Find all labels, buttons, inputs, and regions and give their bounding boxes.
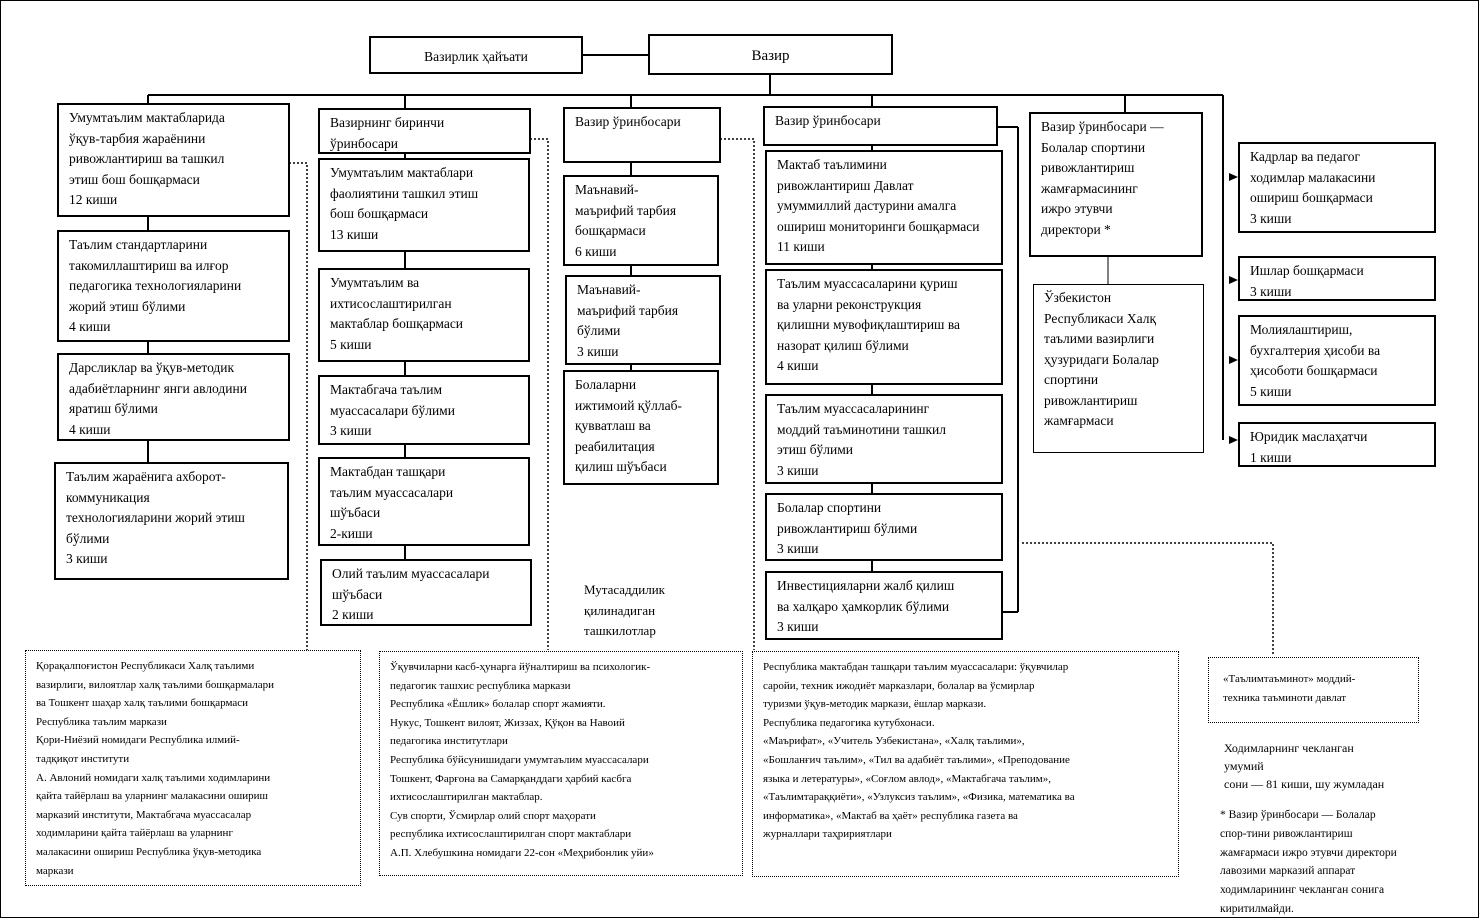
col6-personnel-department: Кадрлар ва педагог ходимлар малакасини о… — [1238, 142, 1436, 233]
col2-specialized-schools-department: Умумтаълим ва ихтисослаштирилган мактабл… — [318, 268, 530, 362]
col3-social-support-section: Болаларни ижтимоий қўллаб- қувватлаш ва … — [563, 370, 719, 485]
supervised-organizations-label: Мутасаддилик қилинадиган ташкилотлар — [584, 582, 665, 638]
col6-finance-department: Молиялаштириш, бухгалтерия ҳисоби ва ҳис… — [1238, 315, 1436, 406]
staff-limit-note: Ходимларнинг чекланган умумий сони — 81 … — [1224, 741, 1385, 791]
col2-activities-department: Умумтаълим мактаблари фаолиятини ташкил … — [318, 158, 530, 252]
supervised-orgs-list-1: Қорақалпоғистон Республикаси Халқ таълим… — [25, 650, 361, 886]
col4-investment-division: Инвестицияларни жалб қилиш ва халқаро ҳа… — [765, 571, 1003, 640]
minister-box: Вазир — [648, 34, 893, 75]
col4-children-sports-division: Болалар спортини ривожлантириш бўлими 3 … — [765, 493, 1003, 561]
footnote: * Вазир ўринбосари — Болалар спор-тини р… — [1220, 809, 1397, 915]
supervised-orgs-list-3: Республика мактабдан ташқари таълим муас… — [752, 651, 1179, 877]
col3-spiritual-department: Маънавий- маърифий тарбия бошқармаси 6 к… — [563, 175, 719, 266]
col5-children-sports-fund: Ўзбекистон Республикаси Халқ таълими ваз… — [1033, 284, 1204, 453]
col1-textbooks-division: Дарсликлар ва ўқув-методик адабиётларнин… — [57, 353, 290, 441]
col4-monitoring-department: Мактаб таълимини ривожлантириш Давлат ум… — [765, 150, 1003, 265]
col3-spiritual-division: Маънавий- маърифий тарбия бўлими 3 киши — [565, 275, 721, 365]
talimtaminot-box: «Таълимтаъминот» моддий- техника таъмино… — [1208, 657, 1419, 723]
col4-material-supply-division: Таълим муассасаларининг моддий таъминоти… — [765, 394, 1003, 484]
col6-affairs-department: Ишлар бошқармаси 3 киши — [1238, 256, 1436, 301]
col4-deputy-box: Вазир ўринбосари — [763, 106, 998, 146]
col5-deputy-fund-director-box: Вазир ўринбосари — Болалар спортини риво… — [1029, 112, 1203, 257]
col2-preschool-division: Мактабгача таълим муассасалари бўлими 3 … — [318, 375, 530, 445]
supervised-orgs-list-2: Ўқувчиларни касб-ҳунарга йўналтириш ва п… — [379, 651, 743, 876]
ministry-board-box: Вазирлик ҳайъати — [369, 36, 583, 74]
col6-legal-adviser: Юридик маслаҳатчи 1 киши — [1238, 422, 1436, 467]
col2-extracurricular-section: Мактабдан ташқари таълим муассасалари шў… — [318, 457, 530, 546]
col1-general-schools-department: Умумтаълим мактабларида ўқув-тарбия жара… — [57, 103, 290, 217]
col1-ict-division: Таълим жараёнига ахборот- коммуникация т… — [54, 462, 289, 580]
col3-deputy-box: Вазир ўринбосари — [563, 107, 721, 163]
col2-higher-education-section: Олий таълим муассасалари шўъбаси 2 киши — [320, 559, 532, 626]
col1-standards-division: Таълим стандартларини такомиллаштириш ва… — [57, 230, 290, 342]
col2-first-deputy-box: Вазирнинг биринчи ўринбосари — [318, 108, 531, 154]
col4-construction-division: Таълим муассасаларини қуриш ва уларни ре… — [765, 269, 1003, 385]
